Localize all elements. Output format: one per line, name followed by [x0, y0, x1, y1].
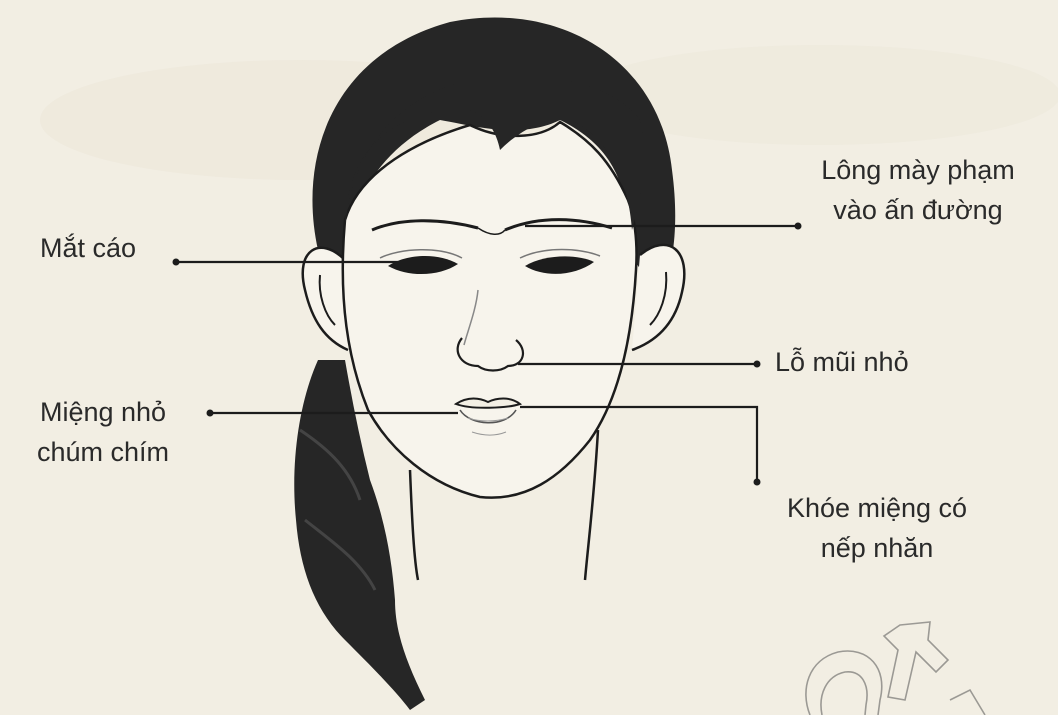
label-eyebrows: Lông mày phạm vào ấn đường — [798, 150, 1038, 230]
label-nostrils-line1: Lỗ mũi nhỏ — [775, 342, 909, 382]
label-mouth-corners: Khóe miệng có nếp nhăn — [762, 488, 992, 568]
label-nostrils: Lỗ mũi nhỏ — [775, 342, 909, 382]
label-mouth: Miệng nhỏ chúm chím — [18, 392, 188, 472]
label-eyes: Mắt cáo — [40, 228, 136, 268]
label-mouth-line2: chúm chím — [18, 432, 188, 472]
label-mouth-line1: Miệng nhỏ — [18, 392, 188, 432]
label-eyebrows-line1: Lông mày phạm — [798, 150, 1038, 190]
label-mouth-corners-line2: nếp nhăn — [762, 528, 992, 568]
label-eyes-line1: Mắt cáo — [40, 228, 136, 268]
label-eyebrows-line2: vào ấn đường — [798, 190, 1038, 230]
label-mouth-corners-line1: Khóe miệng có — [762, 488, 992, 528]
